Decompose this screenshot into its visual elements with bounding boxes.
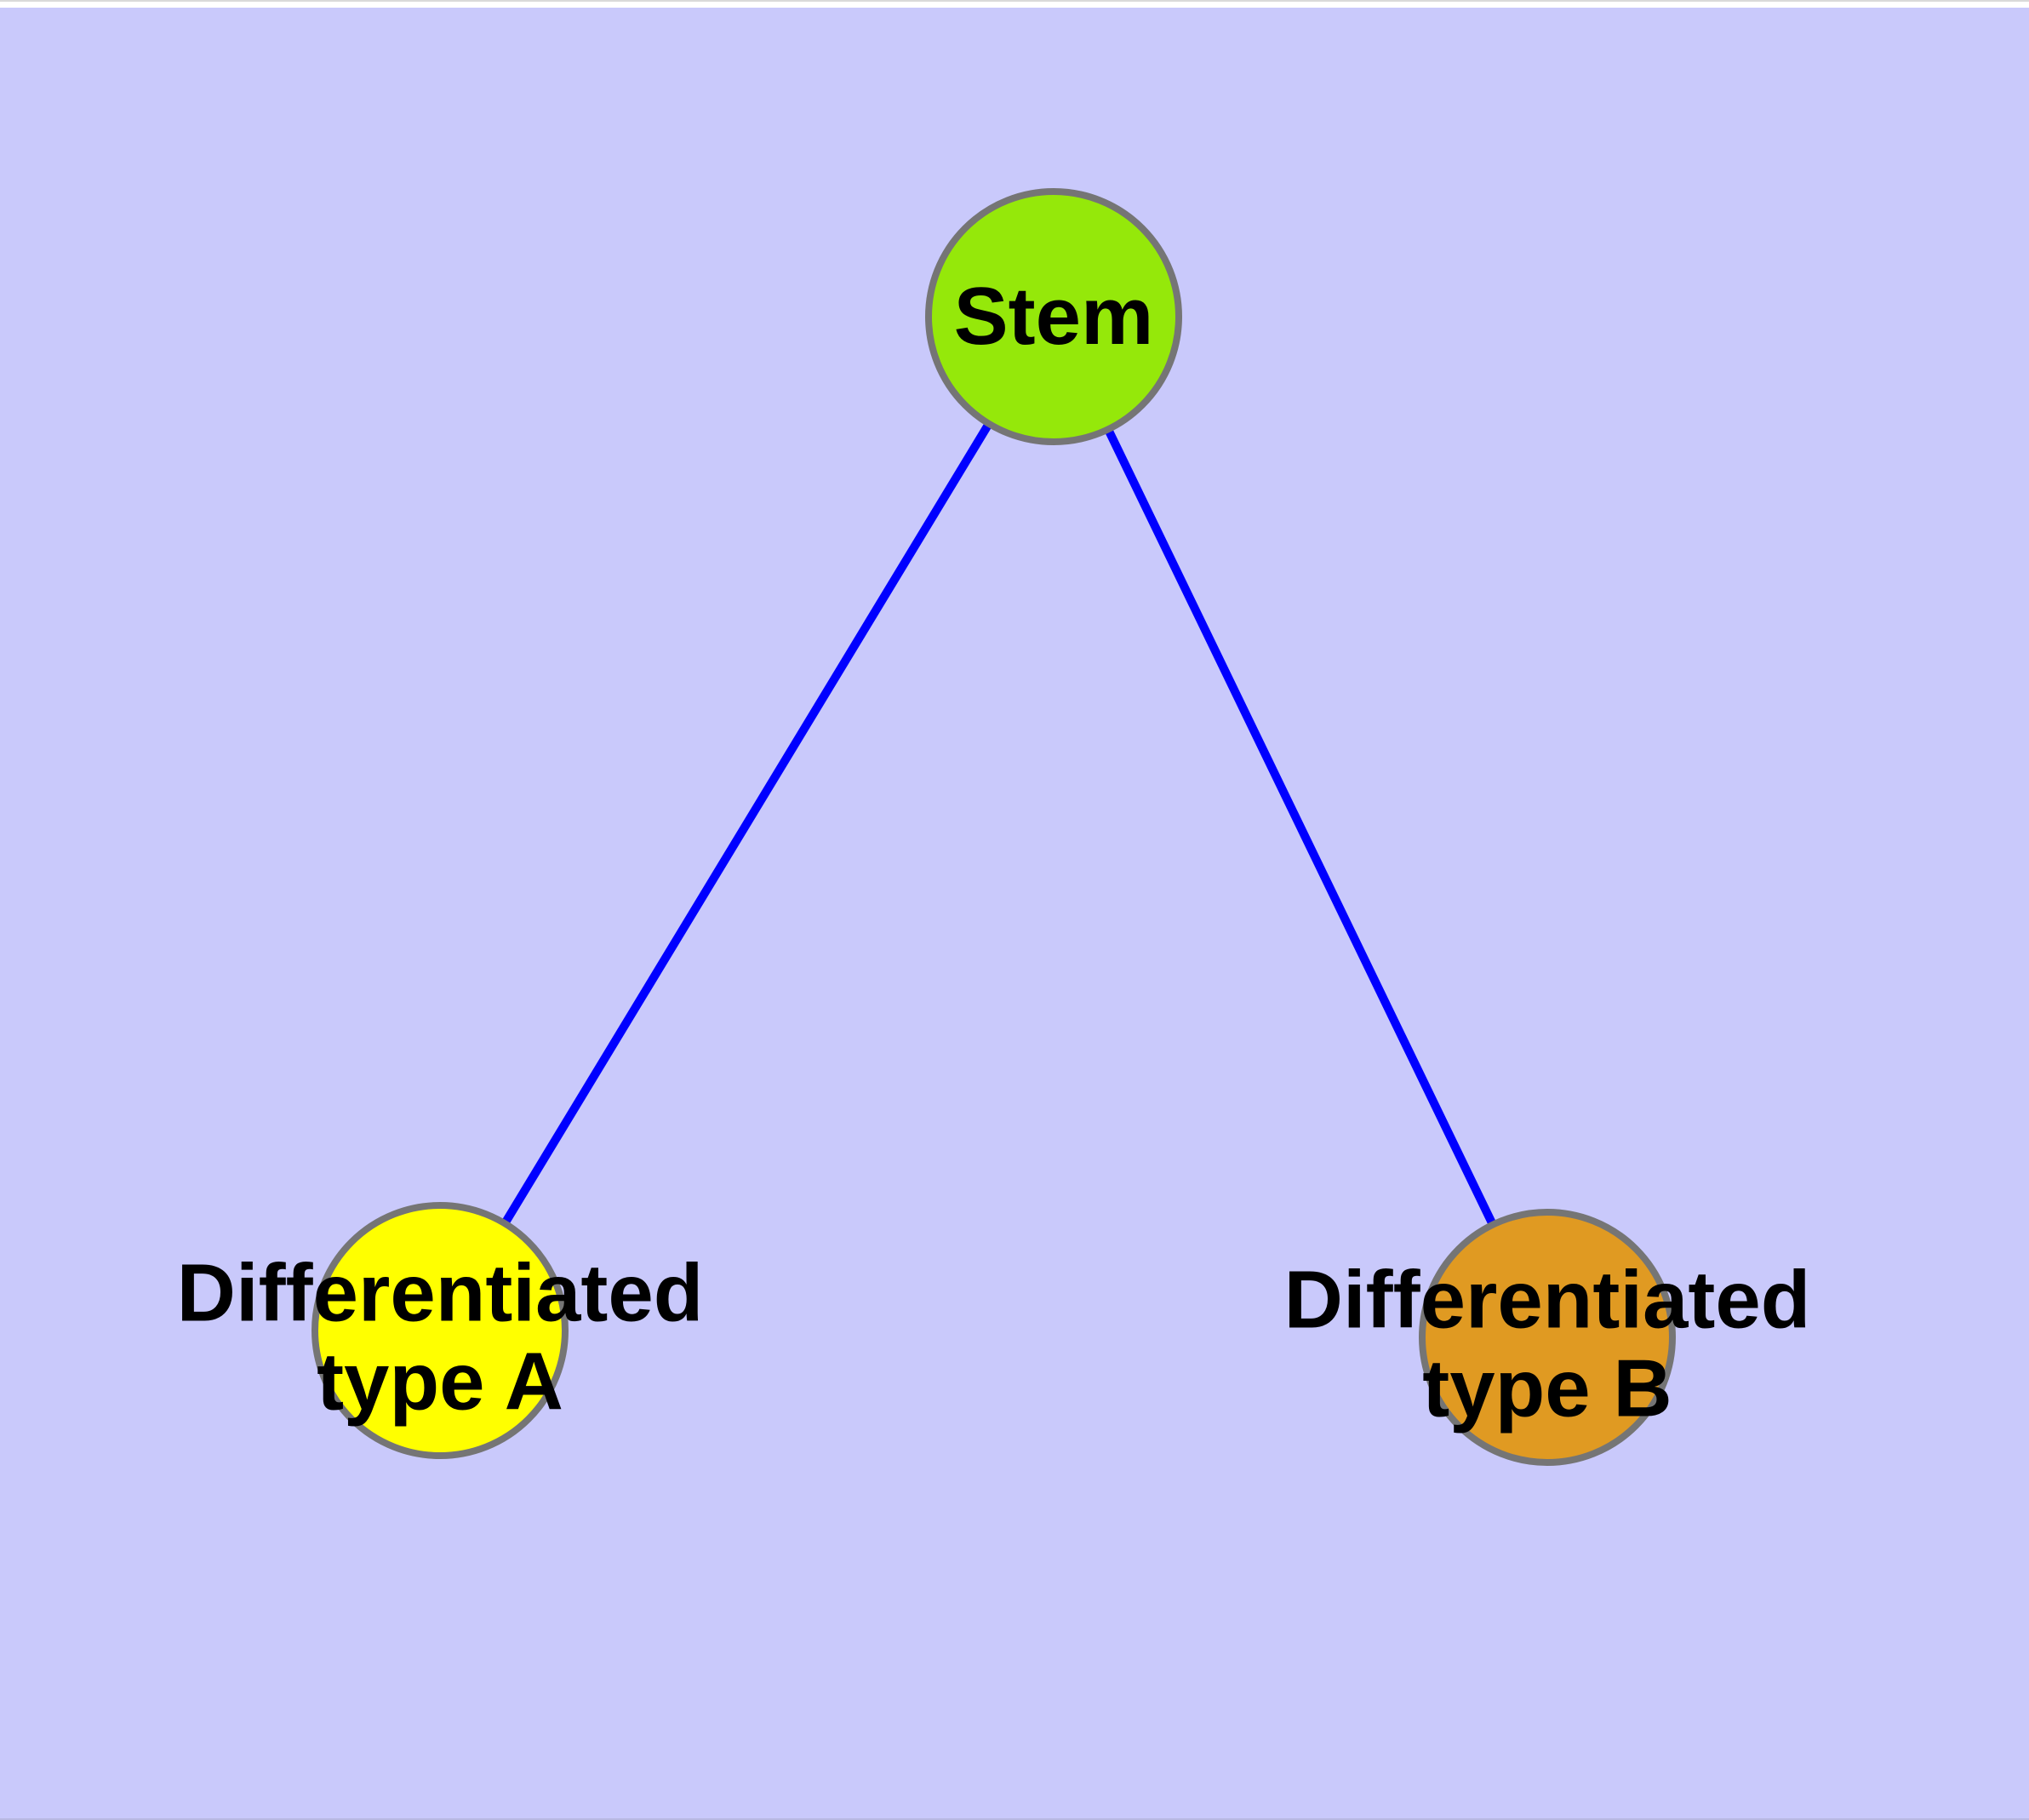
edge-stem-diff-a (436, 314, 1058, 1333)
node-circle-stem (925, 188, 1182, 445)
window-bottom-edge (0, 1818, 2029, 1820)
window-top-strip (0, 0, 2029, 8)
node-circle-diff-a (311, 1202, 569, 1459)
edge-stem-diff-b (1049, 314, 1552, 1340)
node-circle-diff-b (1419, 1209, 1676, 1466)
